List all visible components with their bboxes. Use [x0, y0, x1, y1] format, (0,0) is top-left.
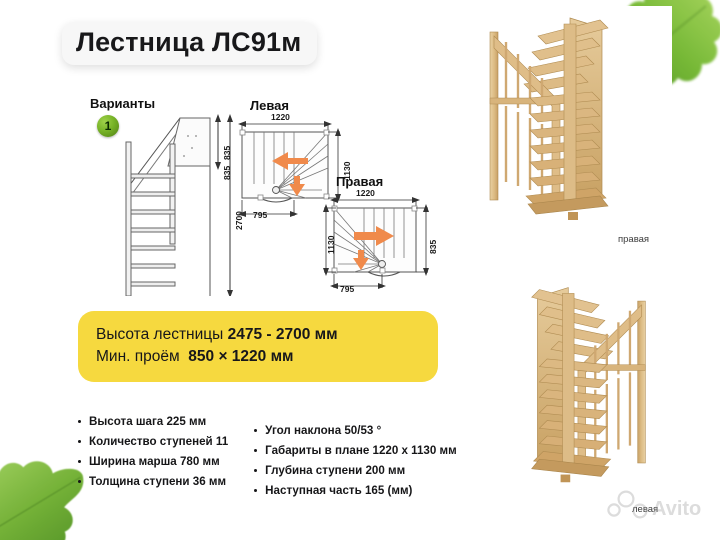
spec-item: Глубина ступени 200 мм — [252, 461, 457, 481]
right-plan-width-dim: 1220 — [356, 188, 375, 198]
spec-item: Количество ступеней 11 — [76, 432, 228, 452]
staircase-photo-right — [452, 6, 672, 228]
variant-count-badge: 1 — [97, 115, 119, 137]
page-title: Лестница ЛС91м — [76, 27, 302, 57]
variants-label: Варианты — [90, 96, 156, 111]
highlight-banner: Высота лестницы 2475 - 2700 мм Мин. проё… — [78, 311, 438, 382]
elevation-upper-height-dim: 835 — [222, 145, 232, 160]
spec-column-right: Угол наклона 50/53 ° Габариты в плане 12… — [252, 412, 457, 501]
banner-opening-value: 850 × 1220 мм — [188, 348, 294, 365]
right-plan-label: Правая — [336, 174, 384, 189]
specifications: Высота шага 225 мм Количество ступеней 1… — [76, 412, 516, 501]
page-title-card: Лестница ЛС91м — [62, 22, 318, 66]
spec-item: Толщина ступени 36 мм — [76, 472, 228, 492]
direction-arrow-right — [354, 226, 394, 246]
right-plan-run-dim: 795 — [340, 284, 355, 294]
banner-height-value: 2475 - 2700 мм — [227, 326, 338, 343]
left-plan-step-height-dim: 835 — [222, 165, 232, 180]
spec-item: Наступная часть 165 (мм) — [252, 481, 457, 501]
direction-arrow-left-curve — [289, 176, 305, 196]
left-plan-width-dim: 1220 — [271, 112, 290, 122]
banner-opening-label: Мин. проём — [96, 348, 180, 365]
spec-item: Высота шага 225 мм — [76, 412, 228, 432]
right-plan-drawing — [323, 197, 429, 289]
spec-item: Габариты в плане 1220 x 1130 мм — [252, 441, 457, 461]
staircase-photo-left — [470, 276, 682, 490]
spec-column-left: Высота шага 225 мм Количество ступеней 1… — [76, 412, 228, 501]
spec-item: Угол наклона 50/53 ° — [252, 421, 457, 441]
photo-caption-right: правая — [618, 234, 650, 245]
technical-drawings: Варианты 1 — [88, 96, 438, 296]
photo-caption-left: левая — [632, 504, 659, 515]
direction-arrow-right-curve — [353, 250, 369, 270]
banner-line-height: Высота лестницы 2475 - 2700 мм — [96, 324, 420, 346]
left-plan-run-dim: 795 — [253, 210, 268, 220]
right-plan-depth-dim: 1130 — [326, 235, 336, 254]
spec-item: Ширина марша 780 мм — [76, 452, 228, 472]
side-elevation-drawing — [125, 114, 233, 296]
left-plan-drawing — [238, 121, 341, 217]
left-plan-label: Левая — [250, 98, 289, 113]
banner-line-opening: Мин. проём 850 × 1220 мм — [96, 346, 420, 368]
banner-height-label: Высота лестницы — [96, 326, 224, 343]
direction-arrow-left — [272, 152, 308, 170]
right-plan-step-height-dim: 835 — [428, 239, 438, 254]
